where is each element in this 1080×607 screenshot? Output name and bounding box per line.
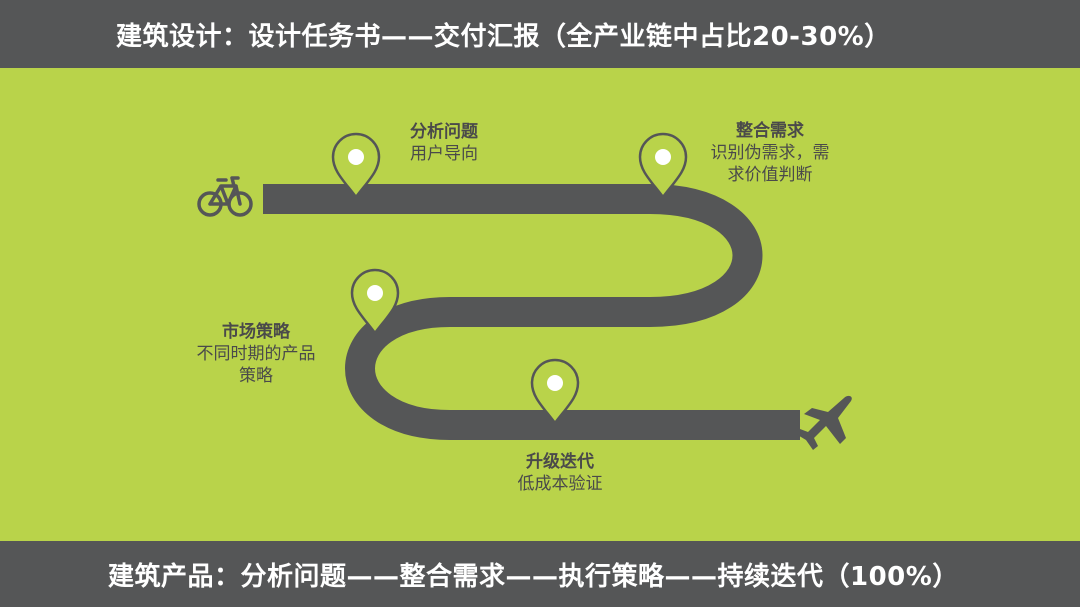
step-desc: 不同时期的产品 bbox=[196, 344, 316, 364]
step-title: 整合需求 bbox=[736, 121, 804, 141]
header-title: 建筑设计：设计任务书——交付汇报（全产业链中占比20-30%） bbox=[116, 21, 891, 52]
step-integrate-label: 整合需求 识别伪需求，需 求价值判断 bbox=[690, 120, 850, 186]
step-desc: 求价值判断 bbox=[727, 165, 813, 185]
step-title: 升级迭代 bbox=[526, 452, 594, 472]
header-bar: 建筑设计：设计任务书——交付汇报（全产业链中占比20-30%） bbox=[0, 0, 1080, 68]
step-analyze-label: 分析问题 用户导向 bbox=[410, 121, 478, 165]
step-desc: 用户导向 bbox=[410, 144, 478, 164]
step-desc: 策略 bbox=[239, 366, 273, 386]
footer-title: 建筑产品：分析问题——整合需求——执行策略——持续迭代（100%） bbox=[108, 561, 959, 592]
step-title: 市场策略 bbox=[222, 322, 290, 342]
step-desc: 识别伪需求，需 bbox=[710, 143, 830, 163]
airplane-icon bbox=[796, 395, 852, 450]
step-title: 分析问题 bbox=[410, 122, 478, 142]
map-pin-icon bbox=[331, 132, 381, 200]
step-strategy-label: 市场策略 不同时期的产品 策略 bbox=[176, 321, 336, 387]
footer-bar: 建筑产品：分析问题——整合需求——执行策略——持续迭代（100%） bbox=[0, 541, 1080, 607]
map-pin-icon bbox=[350, 268, 400, 336]
bicycle-icon bbox=[197, 176, 253, 217]
step-iterate-label: 升级迭代 低成本验证 bbox=[490, 451, 630, 495]
roadmap-graphic bbox=[197, 132, 852, 450]
roadmap-area: 分析问题 用户导向 整合需求 识别伪需求，需 求价值判断 市场策略 不同时期的产… bbox=[0, 68, 1080, 541]
map-pin-icon bbox=[638, 132, 688, 200]
winding-road bbox=[263, 184, 800, 440]
map-pin-icon bbox=[530, 358, 580, 426]
step-desc: 低成本验证 bbox=[517, 474, 603, 494]
